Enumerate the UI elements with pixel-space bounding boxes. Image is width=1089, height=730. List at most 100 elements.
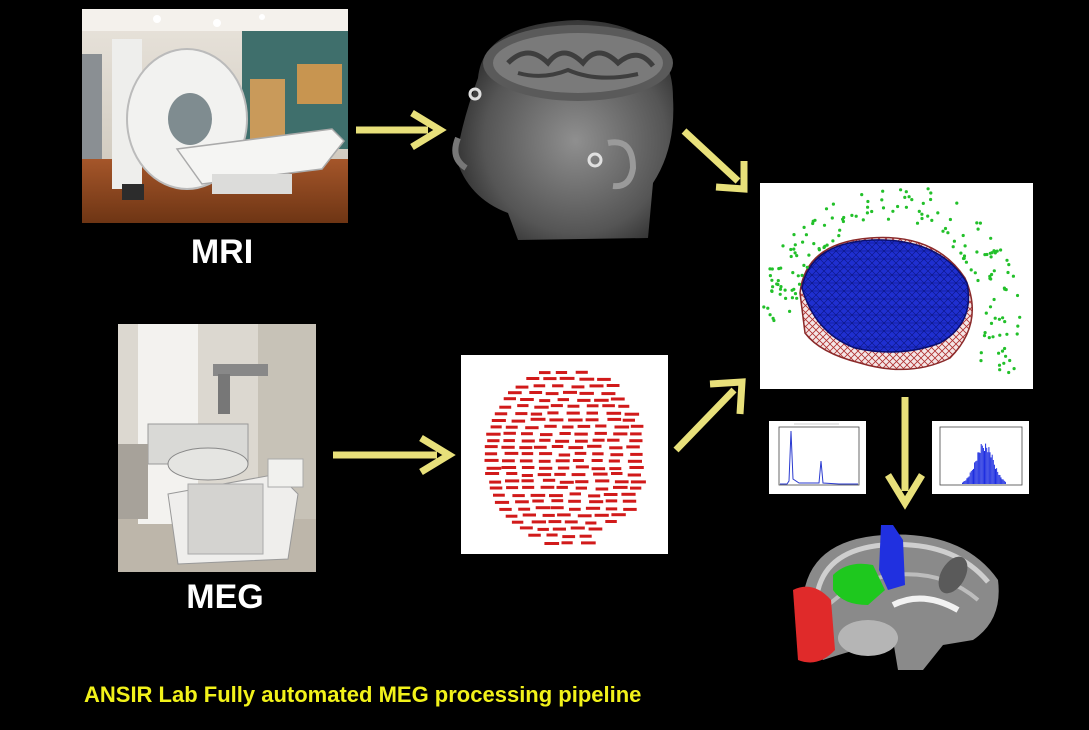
sensor-label-mark <box>575 465 589 469</box>
head-point <box>865 211 869 215</box>
sensor-label-mark <box>618 404 630 408</box>
head-point <box>854 214 858 218</box>
sensor-label-mark <box>559 480 574 484</box>
sensor-label-mark <box>508 391 522 395</box>
sensor-label-mark <box>546 533 558 537</box>
sensor-label-mark <box>506 472 518 475</box>
head-point <box>793 292 798 296</box>
histogram-bar <box>986 447 988 484</box>
histogram-bar <box>980 444 982 484</box>
sensor-label-mark <box>555 371 568 374</box>
head-point <box>984 311 988 315</box>
sensor-label-mark <box>595 487 609 491</box>
sensor-label-mark <box>568 418 583 422</box>
histogram-bar <box>984 451 985 484</box>
sensor-label-mark <box>520 398 534 401</box>
sensor-label-mark <box>564 520 578 524</box>
histogram-bar <box>969 472 971 484</box>
sensor-label-mark <box>572 459 584 462</box>
head-point <box>989 236 993 240</box>
head-point <box>881 206 886 210</box>
head-point <box>1015 293 1020 298</box>
sensor-label-mark <box>594 431 607 435</box>
sensor-label-mark <box>601 392 616 396</box>
head-point <box>915 221 920 225</box>
sensor-label-mark <box>501 445 515 449</box>
sensor-label-mark <box>602 404 615 408</box>
sensor-label-mark <box>484 458 499 462</box>
sensor-label-mark <box>534 405 549 409</box>
sensor-label-mark <box>489 480 502 484</box>
sensor-label-mark <box>613 485 628 489</box>
sensor-label-mark <box>579 391 594 395</box>
meg-sensor-layout <box>461 355 668 554</box>
sensor-label-mark <box>544 542 560 545</box>
sensor-label-mark <box>630 432 642 436</box>
head-point <box>943 226 948 231</box>
sensor-label-mark <box>593 472 608 476</box>
sensor-label-mark <box>614 480 629 484</box>
sensor-label-mark <box>581 541 596 545</box>
histogram-bar <box>982 448 984 484</box>
sensor-label-mark <box>568 446 584 450</box>
head-point <box>770 267 774 271</box>
sensor-label-mark <box>592 452 604 456</box>
sensor-label-mark <box>594 513 609 517</box>
sensor-label-mark <box>563 390 577 394</box>
sensor-label-mark <box>611 472 623 475</box>
sensor-label-mark <box>630 424 644 428</box>
sensor-label-mark <box>586 411 598 415</box>
head-point <box>989 255 993 259</box>
head-point <box>907 195 911 199</box>
sensor-label-mark <box>579 377 595 381</box>
histogram-bar <box>997 471 999 484</box>
sensor-label-mark <box>607 417 622 421</box>
brain-mesh-headpoints <box>760 183 1033 389</box>
head-point <box>768 274 772 278</box>
histogram-bar <box>995 468 996 484</box>
head-point <box>781 244 785 248</box>
head-point <box>891 209 895 213</box>
head-point <box>904 205 908 209</box>
arrow-sensors-to-mesh <box>673 378 746 453</box>
mri-label: MRI <box>190 233 254 271</box>
sensor-label-mark <box>592 438 605 442</box>
head-point <box>881 189 885 193</box>
sensor-label-mark <box>552 527 566 531</box>
sensor-label-mark <box>533 445 547 449</box>
pipeline-caption: ANSIR Lab Fully automated MEG processing… <box>84 682 642 707</box>
sensor-label-mark <box>609 467 622 471</box>
sensor-label-mark <box>540 433 553 437</box>
sensor-label-mark <box>559 376 575 380</box>
sensor-label-mark <box>521 466 535 469</box>
head-point <box>1015 332 1019 336</box>
sensor-label-mark <box>530 417 546 421</box>
histogram-plot <box>932 421 1029 494</box>
histogram-bar <box>992 460 994 484</box>
head-point <box>1003 346 1007 351</box>
sensor-label-mark <box>521 474 533 477</box>
sensor-label-mark <box>557 398 569 402</box>
head-point <box>920 212 924 216</box>
sensor-label-mark <box>589 384 604 388</box>
head-point <box>946 231 950 235</box>
sensor-label-mark <box>609 446 623 450</box>
sensor-label-mark <box>610 397 625 401</box>
head-point <box>992 249 996 253</box>
sensor-label-mark <box>521 432 533 436</box>
sensor-label-mark <box>567 404 580 408</box>
histogram-bar <box>966 478 968 484</box>
head-point <box>793 243 797 247</box>
head-point <box>817 247 821 251</box>
sensor-label-mark <box>552 384 564 388</box>
sensor-label-mark <box>522 485 535 489</box>
head-point <box>1000 349 1005 353</box>
histogram-bar <box>993 464 995 484</box>
sensor-label-mark <box>586 404 599 408</box>
sensor-label-mark <box>539 452 553 456</box>
sensor-label-mark <box>630 480 646 484</box>
sensor-label-mark <box>597 377 611 381</box>
head-point <box>1008 358 1012 363</box>
head-point <box>951 245 955 249</box>
head-point <box>850 213 854 217</box>
